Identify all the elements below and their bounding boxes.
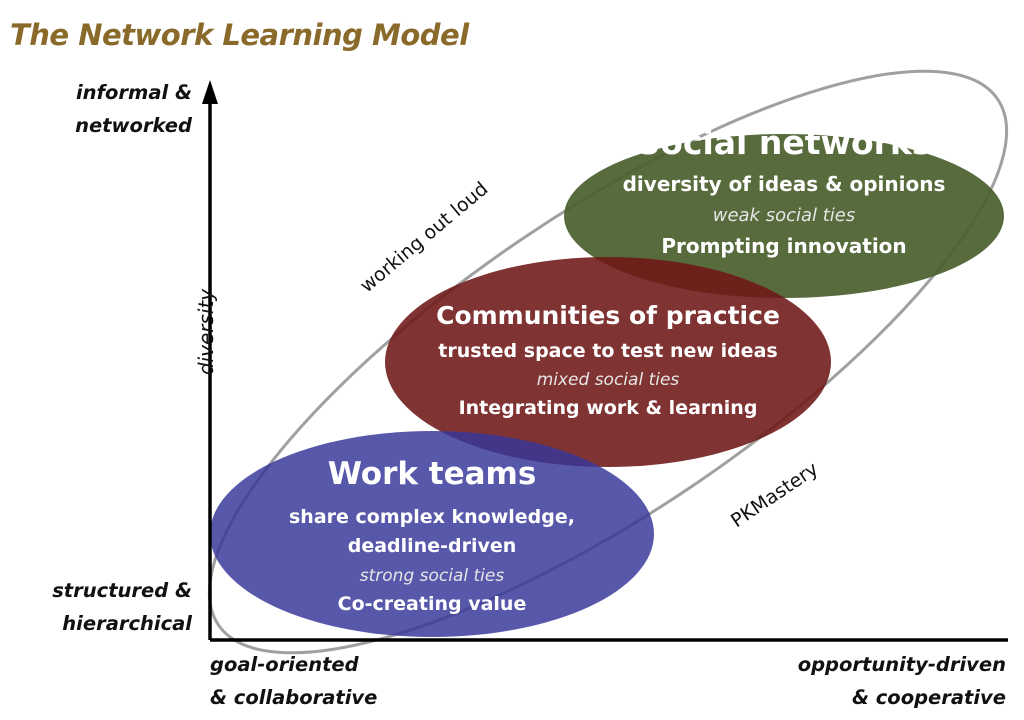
communities-of-practice-outcome: Integrating work & learning bbox=[459, 397, 758, 419]
communities-of-practice-line-1: trusted space to test new ideas bbox=[438, 340, 777, 362]
social-networks-line-1: diversity of ideas & opinions bbox=[623, 172, 946, 196]
x-axis-left-line-2: & collaborative bbox=[210, 686, 378, 709]
work-teams-ties: strong social ties bbox=[360, 566, 505, 586]
diagram-title: The Network Learning Model bbox=[10, 18, 469, 52]
pkmastery-label: PKMastery bbox=[727, 458, 822, 532]
y-axis-bottom-line-1: structured & bbox=[52, 579, 192, 602]
work-teams-ellipse bbox=[210, 431, 654, 637]
work-teams-outcome: Co-creating value bbox=[338, 593, 527, 615]
social-networks-outcome: Prompting innovation bbox=[661, 234, 906, 258]
x-axis-right-line-2: & cooperative bbox=[851, 686, 1006, 709]
outer-loop-ellipse bbox=[207, 69, 1009, 655]
social-networks-ties: weak social ties bbox=[713, 205, 856, 226]
x-axis-right-line-1: opportunity-driven bbox=[797, 653, 1006, 676]
work-teams-line-1: share complex knowledge, bbox=[289, 506, 575, 528]
work-teams-line-2: deadline-driven bbox=[348, 535, 517, 557]
y-axis-bottom-label: structured & hierarchical bbox=[52, 574, 192, 640]
social-networks-heading: Social networks bbox=[636, 123, 931, 162]
y-axis-arrowhead bbox=[202, 80, 218, 104]
communities-of-practice-ellipse bbox=[385, 257, 831, 467]
x-axis-right-label: opportunity-driven & cooperative bbox=[798, 648, 1006, 714]
communities-of-practice-ties: mixed social ties bbox=[537, 370, 680, 390]
y-axis-top-label: informal & networked bbox=[75, 76, 192, 142]
communities-of-practice-heading: Communities of practice bbox=[436, 301, 780, 330]
work-teams-heading: Work teams bbox=[328, 456, 537, 492]
x-axis-left-line-1: goal-oriented bbox=[210, 653, 359, 676]
y-axis-top-line-2: networked bbox=[75, 114, 192, 137]
y-axis-bottom-line-2: hierarchical bbox=[62, 612, 192, 635]
social-networks-text: Social networks diversity of ideas & opi… bbox=[623, 123, 946, 258]
y-axis-top-line-1: informal & bbox=[75, 81, 192, 104]
x-axis-left-label: goal-oriented & collaborative bbox=[210, 648, 377, 714]
social-networks-ellipse bbox=[564, 134, 1004, 298]
work-teams-text: Work teams share complex knowledge, dead… bbox=[289, 456, 575, 615]
communities-of-practice-text: Communities of practice trusted space to… bbox=[436, 301, 780, 419]
y-axis-label: diversity bbox=[194, 288, 218, 375]
